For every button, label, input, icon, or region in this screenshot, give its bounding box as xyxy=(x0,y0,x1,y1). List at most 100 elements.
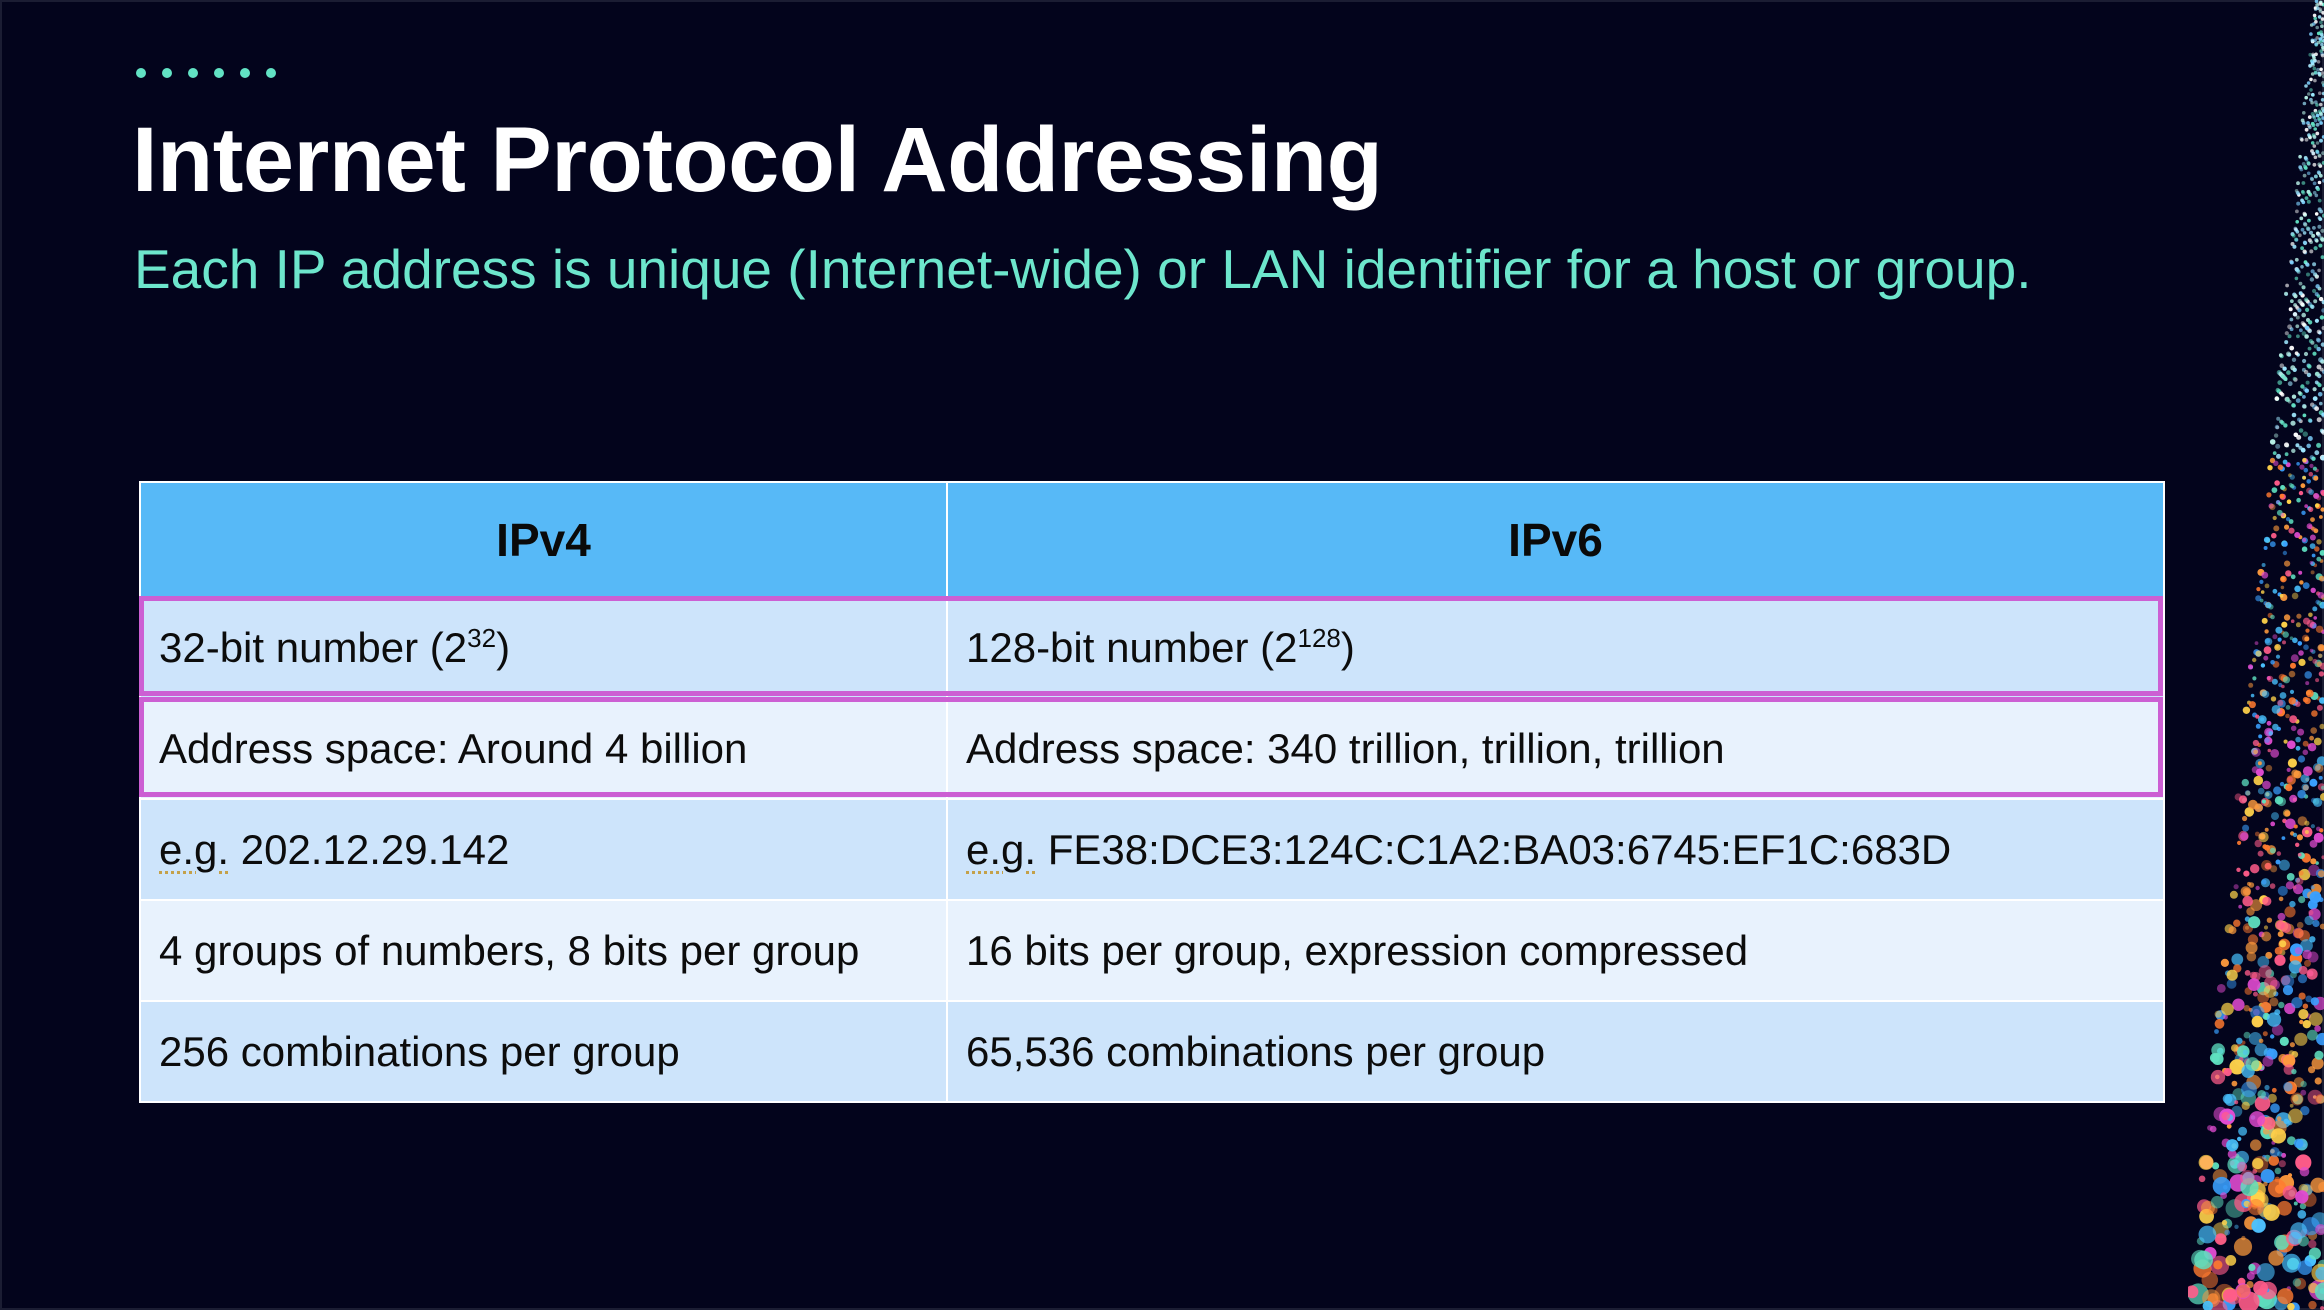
particle-dot xyxy=(2320,785,2324,790)
particle-dot xyxy=(2319,30,2323,34)
particle-dot xyxy=(2304,325,2310,331)
particle-dot xyxy=(2316,826,2321,832)
particle-dot xyxy=(2317,592,2324,599)
particle-dot xyxy=(2278,896,2284,902)
particle-dot xyxy=(2277,931,2284,938)
particle-dot xyxy=(2296,497,2301,503)
particle-dot xyxy=(2289,1042,2295,1048)
particle-dot xyxy=(2210,1195,2224,1209)
particle-dot xyxy=(2268,503,2274,509)
particle-dot xyxy=(2320,98,2324,102)
particle-dot xyxy=(2290,662,2296,669)
particle-dot xyxy=(2284,291,2288,296)
particle-dot xyxy=(2313,246,2318,251)
particle-dot xyxy=(2316,170,2321,175)
particle-dot xyxy=(2319,662,2324,670)
particle-dot xyxy=(2291,1094,2299,1102)
particle-dot xyxy=(2309,560,2314,565)
particle-dot xyxy=(2241,778,2249,787)
particle-dot xyxy=(2234,1224,2239,1230)
particle-dot xyxy=(2321,151,2324,155)
particle-dot xyxy=(2306,199,2311,204)
particle-dot xyxy=(2297,391,2302,395)
particle-dot xyxy=(2283,1118,2289,1125)
particle-dot xyxy=(2310,1177,2324,1193)
particle-dot xyxy=(2263,925,2269,930)
dot xyxy=(214,68,224,78)
particle-dot xyxy=(2244,970,2251,976)
particle-dot xyxy=(2291,412,2297,418)
particle-dot xyxy=(2321,412,2324,418)
dot xyxy=(162,68,172,78)
particle-dot xyxy=(2306,81,2311,85)
particle-dot xyxy=(2191,1249,2209,1268)
particle-dot xyxy=(2319,236,2324,241)
particle-dot xyxy=(2306,161,2311,165)
particle-dot xyxy=(2271,812,2279,821)
particle-dot xyxy=(2256,1263,2275,1282)
particle-dot xyxy=(2304,84,2308,88)
particle-dot xyxy=(2312,190,2317,195)
particle-dot xyxy=(2298,154,2302,159)
cell-text: FE38:DCE3:124C:C1A2:BA03:6745:EF1C:683D xyxy=(1036,825,1952,873)
particle-dot xyxy=(2317,224,2322,229)
particle-dot xyxy=(2300,265,2304,269)
particle-dot xyxy=(2312,387,2317,392)
particle-dot xyxy=(2315,150,2320,155)
table-cell-ipv6: e.g. FE38:DCE3:124C:C1A2:BA03:6745:EF1C:… xyxy=(946,798,2165,901)
particle-dot xyxy=(2302,413,2307,418)
particle-dot xyxy=(2315,6,2320,10)
particle-dot xyxy=(2233,884,2239,890)
particle-dot xyxy=(2316,364,2322,370)
particle-dot xyxy=(2315,3,2319,7)
particle-dot xyxy=(2320,255,2324,260)
particle-dot xyxy=(2262,844,2268,850)
particle-dot xyxy=(2279,363,2285,369)
particle-dot xyxy=(2265,951,2273,959)
particle-dot xyxy=(2317,15,2322,19)
particle-dot xyxy=(2315,599,2320,605)
particle-dot xyxy=(2306,443,2311,449)
particle-dot xyxy=(2255,650,2262,657)
particle-dot xyxy=(2321,326,2324,330)
particle-dot xyxy=(2306,227,2311,232)
particle-dot xyxy=(2310,824,2315,829)
particle-dot xyxy=(2304,388,2309,393)
particle-dot xyxy=(2319,49,2323,53)
particle-dot xyxy=(2287,758,2297,768)
particle-dot xyxy=(2315,625,2324,633)
particle-dot xyxy=(2302,431,2308,437)
particle-dot xyxy=(2264,1084,2270,1091)
particle-dot xyxy=(2300,118,2305,123)
particle-dot xyxy=(2307,218,2311,223)
particle-dot xyxy=(2298,650,2304,656)
particle-dot xyxy=(2290,574,2296,580)
particle-dot xyxy=(2285,881,2294,890)
particle-dot xyxy=(2280,585,2285,590)
particle-dot xyxy=(2310,885,2315,890)
particle-dot xyxy=(2214,1029,2219,1034)
dot-row-icon xyxy=(136,68,276,78)
particle-dot xyxy=(2296,181,2300,186)
particle-dot xyxy=(2213,1260,2223,1270)
particle-dot xyxy=(2312,162,2317,167)
particle-dot xyxy=(2313,616,2317,620)
particle-dot xyxy=(2287,334,2292,339)
particle-dot xyxy=(2294,351,2299,356)
particle-dot xyxy=(2314,1077,2322,1085)
particle-dot xyxy=(2296,201,2301,206)
particle-dot xyxy=(2302,1003,2309,1009)
particle-dot xyxy=(2314,292,2319,297)
particle-dot xyxy=(2229,1059,2245,1075)
particle-dot xyxy=(2313,299,2318,304)
particle-dot xyxy=(2255,723,2261,729)
particle-dot xyxy=(2292,312,2298,317)
particle-dot xyxy=(2289,327,2294,332)
particle-dot xyxy=(2318,671,2324,677)
particle-dot xyxy=(2286,767,2291,773)
particle-dot xyxy=(2309,840,2318,848)
table-cell-ipv4: 256 combinations per group xyxy=(139,1000,948,1103)
particle-dot xyxy=(2313,493,2320,499)
particle-dot xyxy=(2242,824,2250,832)
particle-dot xyxy=(2254,831,2260,837)
